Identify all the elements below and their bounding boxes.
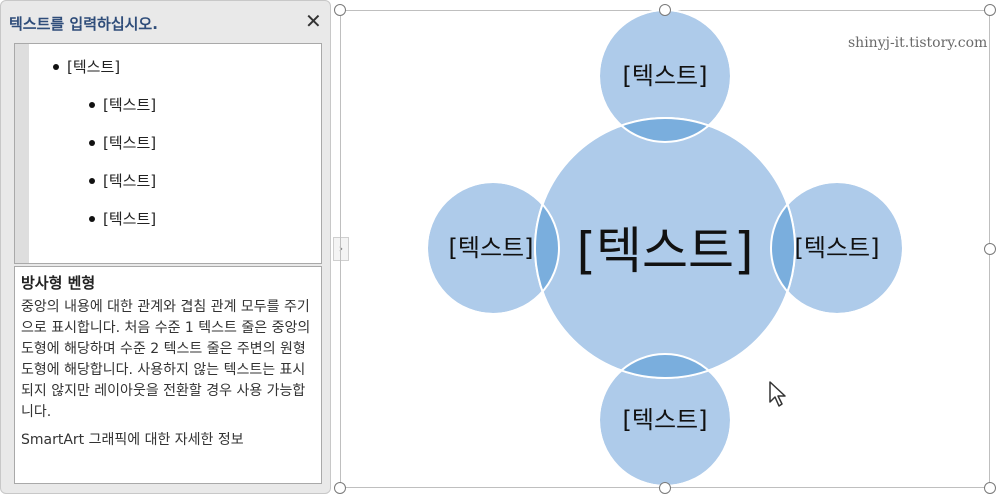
bullet-dot-icon xyxy=(89,215,95,222)
bullet-text: [텍스트] xyxy=(103,210,157,228)
text-pane-title: 텍스트를 입력하십시오. xyxy=(9,15,158,33)
layout-name: 방사형 벤형 xyxy=(21,274,96,292)
layout-description: 방사형 벤형 중앙의 내용에 대한 관계와 겹침 관계 모두를 주기으로 표시합… xyxy=(14,266,322,484)
smartart-help-link[interactable]: SmartArt 그래픽에 대한 자세한 정보 xyxy=(21,432,244,448)
bullet-text: [텍스트] xyxy=(103,172,157,190)
list-item[interactable]: [텍스트] xyxy=(53,56,120,77)
bullet-text: [텍스트] xyxy=(103,96,157,114)
close-icon[interactable]: ✕ xyxy=(305,9,322,33)
right-label: [텍스트] xyxy=(795,234,880,262)
mouse-pointer-icon xyxy=(769,381,786,407)
bullet-dot-icon xyxy=(53,63,59,70)
resize-handle-right[interactable] xyxy=(984,243,996,255)
top-label: [텍스트] xyxy=(623,62,708,90)
center-label: [텍스트] xyxy=(576,222,753,280)
list-item[interactable]: [텍스트] xyxy=(89,208,156,229)
bullet-dot-icon xyxy=(89,101,95,108)
resize-handle-bottom[interactable] xyxy=(659,482,671,494)
resize-handle-bottom-left[interactable] xyxy=(334,482,346,494)
resize-handle-top-right[interactable] xyxy=(984,4,996,16)
bullet-dot-icon xyxy=(89,177,95,184)
bullet-text: [텍스트] xyxy=(103,134,157,152)
layout-description-text: 중앙의 내용에 대한 관계와 겹침 관계 모두를 주기으로 표시합니다. 처음 … xyxy=(21,299,311,420)
bullet-list[interactable]: [텍스트] [텍스트] [텍스트] [텍스트] [텍스트] xyxy=(14,43,322,264)
list-item[interactable]: [텍스트] xyxy=(89,170,156,191)
resize-handle-top[interactable] xyxy=(659,4,671,16)
list-item[interactable]: [텍스트] xyxy=(89,132,156,153)
text-pane: 텍스트를 입력하십시오. ✕ [텍스트] [텍스트] [텍스트] [텍스트] [… xyxy=(0,0,331,494)
pane-toggle-button[interactable]: › xyxy=(333,237,349,261)
bottom-label: [텍스트] xyxy=(623,406,708,434)
left-label: [텍스트] xyxy=(449,234,534,262)
bullet-dot-icon xyxy=(89,139,95,146)
bullet-text: [텍스트] xyxy=(67,58,121,76)
list-item[interactable]: [텍스트] xyxy=(89,94,156,115)
resize-handle-bottom-right[interactable] xyxy=(984,482,996,494)
bullet-gutter xyxy=(15,44,29,263)
watermark: shinyj-it.tistory.com xyxy=(848,35,988,51)
resize-handle-top-left[interactable] xyxy=(334,4,346,16)
